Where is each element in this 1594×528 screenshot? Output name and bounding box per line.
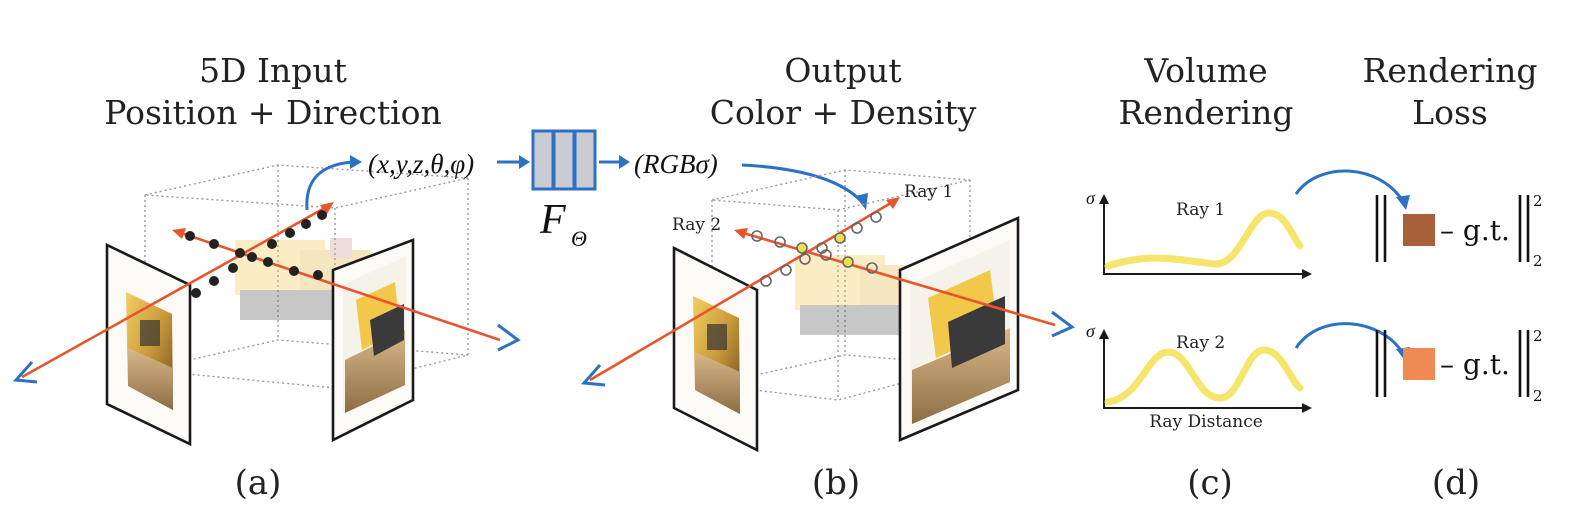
rendered-color-swatch-2 [1403,348,1435,380]
plot-2-x-axis-label: Ray Distance [1149,412,1263,432]
network-layer-2 [552,129,576,191]
image-plane-a-left [105,242,192,447]
arrow-to-loss-2 [1294,322,1410,362]
plot-2-y-axis-label: σ [1086,321,1096,341]
density-plot-ray-1: σ Ray 1 [1086,188,1312,279]
panel-d-label: (d) [1432,463,1480,503]
network-layer-3 [573,129,597,191]
loss-2-text: – g.t. [1440,348,1510,381]
input-vector-label: (x,y,z,θ,φ) [368,149,474,179]
panel-b-title-line1: Output [784,51,901,90]
ray-2-label: Ray 2 [672,215,721,235]
panel-d: Rendering Loss – g.t. 2 2 – g.t. [1294,51,1543,503]
plot-1-y-axis-label: σ [1086,188,1096,208]
panel-b-label: (b) [812,463,860,503]
output-vector-label: (RGBσ) [634,149,718,179]
panel-b: Output Color + Density (RGBσ) [580,51,1075,503]
loss-2-subscript: 2 [1533,387,1543,405]
panel-c-label: (c) [1187,463,1233,503]
network-block: F Θ [497,129,630,251]
arrow-to-input [305,155,362,211]
ray-1-label: Ray 1 [904,182,953,202]
rendered-color-swatch-1 [1403,214,1435,246]
panel-c-title-line1: Volume [1143,51,1267,90]
loss-1-text: – g.t. [1440,214,1510,247]
panel-a-title-line1: 5D Input [199,51,347,90]
network-layer-1 [531,129,555,191]
panel-a-title-line2: Position + Direction [104,93,442,132]
arrow-from-output [741,163,868,210]
scene-cube-a [144,164,469,389]
panel-c: Volume Rendering σ Ray 1 σ Ray 2 Ray Dis… [1086,51,1312,503]
loss-1-superscript: 2 [1533,192,1543,210]
loss-2-superscript: 2 [1533,327,1543,345]
camera-rays-b [580,197,1075,387]
sample-points-a [185,210,327,298]
panel-a: 5D Input Position + Direction [12,51,521,503]
plot-2-ray-label: Ray 2 [1176,333,1225,353]
panel-b-title-line2: Color + Density [710,93,977,132]
network-label: F [539,197,566,243]
camera-rays-a [12,202,521,384]
arrow-to-loss-1 [1294,169,1410,210]
panel-a-label: (a) [235,463,282,503]
image-plane-b-right [898,216,1020,442]
network-label-subscript: Θ [571,226,587,251]
loss-term-1: – g.t. 2 2 [1375,192,1543,270]
loss-1-subscript: 2 [1533,252,1543,270]
panel-d-title-line1: Rendering [1363,51,1538,90]
density-plot-ray-2: σ Ray 2 Ray Distance [1086,321,1312,432]
panel-c-title-line2: Rendering [1119,93,1294,132]
image-plane-b-left [672,245,759,453]
panel-d-title-line2: Loss [1412,93,1488,132]
plot-1-ray-label: Ray 1 [1176,200,1225,220]
loss-term-2: – g.t. 2 2 [1375,327,1543,405]
sample-points-b [751,211,882,287]
image-plane-a-right [331,238,415,443]
